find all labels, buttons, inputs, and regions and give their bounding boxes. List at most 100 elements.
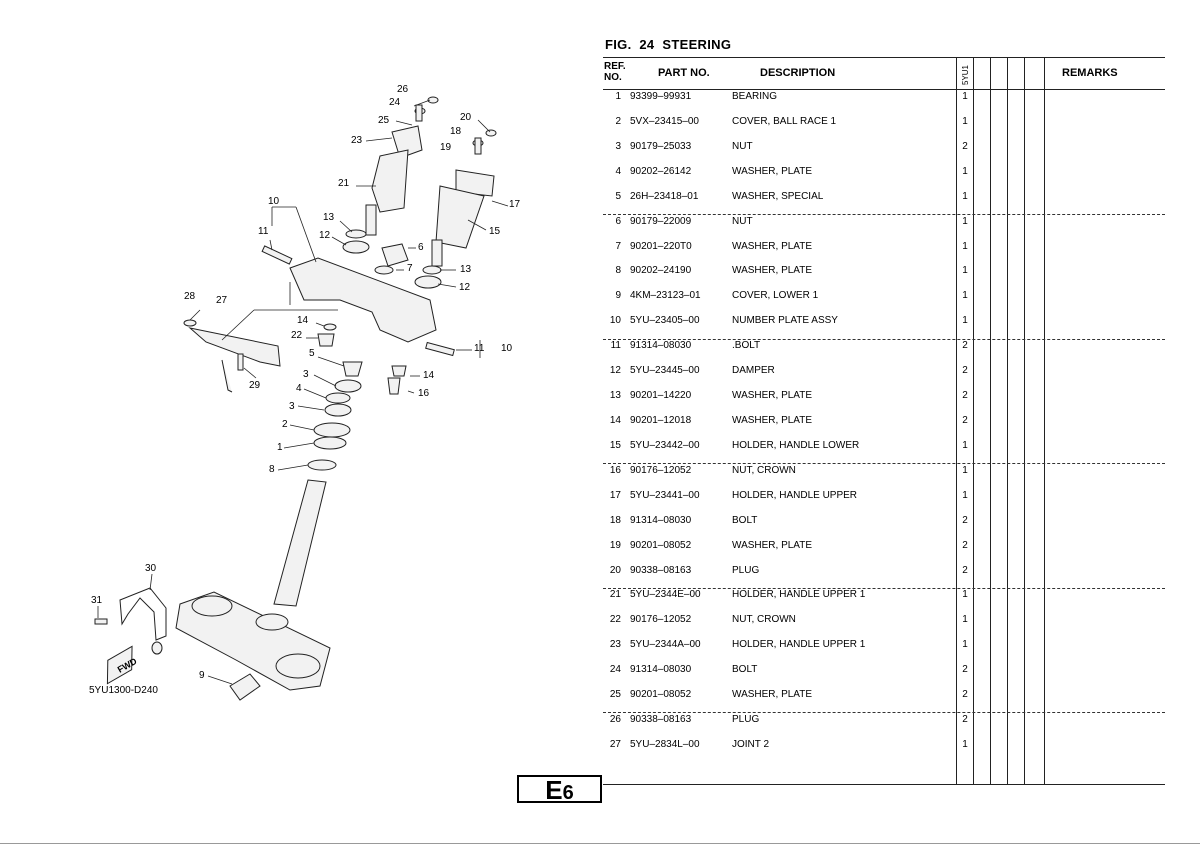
- exploded-diagram: FWD 26 24 25 23 20 18 19 21 17 10 11 13 …: [0, 0, 590, 760]
- part-no-cell: 5YU–23442–00: [630, 439, 700, 451]
- part-no-cell: 93399–99931: [630, 91, 692, 102]
- callout-22: 22: [291, 330, 303, 341]
- ref-no-cell: 12: [609, 365, 621, 377]
- header-ref: REF. NO.: [604, 61, 626, 83]
- callout-5: 5: [309, 348, 315, 359]
- quantity-cell: 1: [962, 240, 968, 252]
- ref-no-cell: 4: [615, 165, 621, 177]
- ref-no-cell: 22: [609, 614, 621, 626]
- figure-number: 24: [639, 37, 655, 52]
- part-no-cell: 5YU–2834L–00: [630, 738, 700, 750]
- quantity-cell: 1: [962, 165, 968, 177]
- parts-table: REF. NO. PART NO. DESCRIPTION 5YU1 REMAR…: [603, 57, 1165, 785]
- callout-3: 3: [303, 369, 309, 380]
- quantity-cell: 2: [962, 340, 968, 352]
- callout-23: 23: [351, 135, 363, 146]
- group-separator: [603, 712, 1165, 713]
- quantity-cell: 2: [962, 714, 968, 725]
- part-no-cell: 90202–24190: [630, 265, 692, 277]
- description-cell: NUT: [732, 140, 753, 152]
- description-cell: WASHER, PLATE: [732, 415, 813, 426]
- description-cell: WASHER, PLATE: [732, 265, 813, 277]
- page-code-number: 6: [562, 782, 574, 804]
- description-cell: WASHER, PLATE: [732, 689, 813, 701]
- quantity-cell: 1: [962, 215, 968, 227]
- callout-27: 27: [216, 295, 228, 306]
- part-no-cell: 91314–08030: [630, 514, 692, 526]
- ref-no-cell: 26: [609, 714, 621, 725]
- header-description: DESCRIPTION: [760, 67, 836, 79]
- quantity-cell: 1: [962, 464, 968, 476]
- ref-no-cell: 15: [609, 439, 621, 451]
- figure-name: STEERING: [662, 37, 732, 52]
- quantity-cell: 1: [962, 290, 968, 302]
- page-code-letter: E: [545, 775, 563, 805]
- callout-14b: 14: [423, 370, 435, 381]
- description-cell: HOLDER, HANDLE UPPER: [732, 489, 858, 501]
- part-no-cell: 90176–12052: [630, 464, 692, 476]
- table-row: 1 93399–99931 BEARING 1: [603, 91, 1165, 116]
- description-cell: PLUG: [732, 564, 760, 576]
- quantity-cell: 2: [962, 415, 968, 426]
- group-separator: [603, 588, 1165, 589]
- ref-no-cell: 20: [609, 564, 621, 576]
- part-no-cell: 5VX–23415–00: [630, 115, 699, 127]
- ref-no-cell: 1: [615, 91, 621, 102]
- quantity-cell: 1: [962, 115, 968, 127]
- quantity-cell: 1: [962, 589, 968, 601]
- quantity-cell: 1: [962, 91, 968, 102]
- callout-13b: 13: [460, 264, 472, 275]
- part-no-cell: 5YU–2344A–00: [630, 639, 701, 651]
- callout-2: 2: [282, 419, 288, 430]
- description-cell: JOINT 2: [732, 738, 770, 750]
- description-cell: .BOLT: [732, 340, 761, 352]
- quantity-cell: 1: [962, 315, 968, 327]
- description-cell: NUT, CROWN: [732, 464, 796, 476]
- description-cell: BEARING: [732, 91, 778, 102]
- ref-no-cell: 13: [609, 390, 621, 401]
- description-cell: WASHER, PLATE: [732, 240, 813, 252]
- callout-12: 12: [319, 230, 331, 241]
- table-header-rule: [603, 89, 1165, 90]
- part-no-cell: 90201–08052: [630, 689, 692, 701]
- quantity-cell: 2: [962, 390, 968, 401]
- callout-3b: 3: [289, 401, 295, 412]
- quantity-cell: 1: [962, 738, 968, 750]
- ref-no-cell: 24: [609, 664, 621, 676]
- table-bottom-rule: [603, 784, 1165, 785]
- part-no-cell: 90201–14220: [630, 390, 692, 401]
- part-no-cell: 90201–12018: [630, 415, 692, 426]
- callout-11: 11: [258, 226, 269, 237]
- callout-11b: 11: [474, 343, 485, 354]
- callout-21: 21: [338, 178, 350, 189]
- header-ref-line1: REF.: [604, 61, 626, 72]
- callout-6: 6: [418, 242, 424, 253]
- header-remarks: REMARKS: [1062, 67, 1118, 79]
- part-no-cell: 90201–220T0: [630, 240, 692, 252]
- part-no-cell: 90179–22009: [630, 215, 692, 227]
- ref-no-cell: 7: [615, 240, 621, 252]
- quantity-cell: 2: [962, 140, 968, 152]
- part-no-cell: 90179–25033: [630, 140, 692, 152]
- quantity-cell: 1: [962, 265, 968, 277]
- col-rule-1: [973, 57, 974, 785]
- header-part-no: PART NO.: [658, 67, 710, 79]
- callout-1: 1: [277, 442, 283, 453]
- quantity-cell: 2: [962, 365, 968, 377]
- col-rule-remarks: [1044, 57, 1045, 785]
- part-no-cell: 5YU–2344E–00: [630, 589, 701, 601]
- figure-label: FIG.: [605, 37, 632, 52]
